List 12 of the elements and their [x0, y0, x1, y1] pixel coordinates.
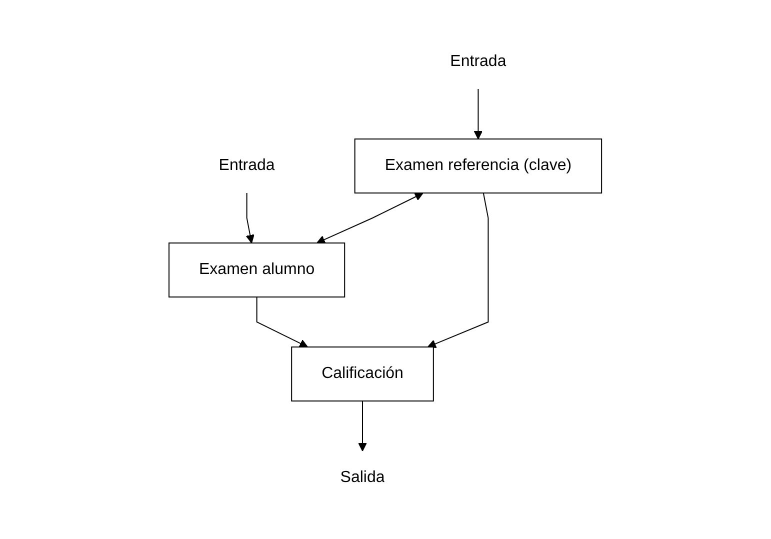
node-text: Salida — [340, 468, 385, 486]
arrow — [256, 296, 308, 347]
node-text: Entrada — [218, 156, 276, 174]
node-text: Entrada — [450, 52, 506, 70]
arrow — [316, 192, 424, 244]
node-box: Calificación — [291, 346, 434, 401]
arrow — [474, 88, 483, 139]
node-box: Examen referencia (clave) — [354, 138, 602, 193]
arrow — [428, 192, 489, 348]
arrow — [246, 192, 255, 243]
arrow — [358, 400, 368, 451]
node-box: Examen alumno — [168, 242, 346, 297]
